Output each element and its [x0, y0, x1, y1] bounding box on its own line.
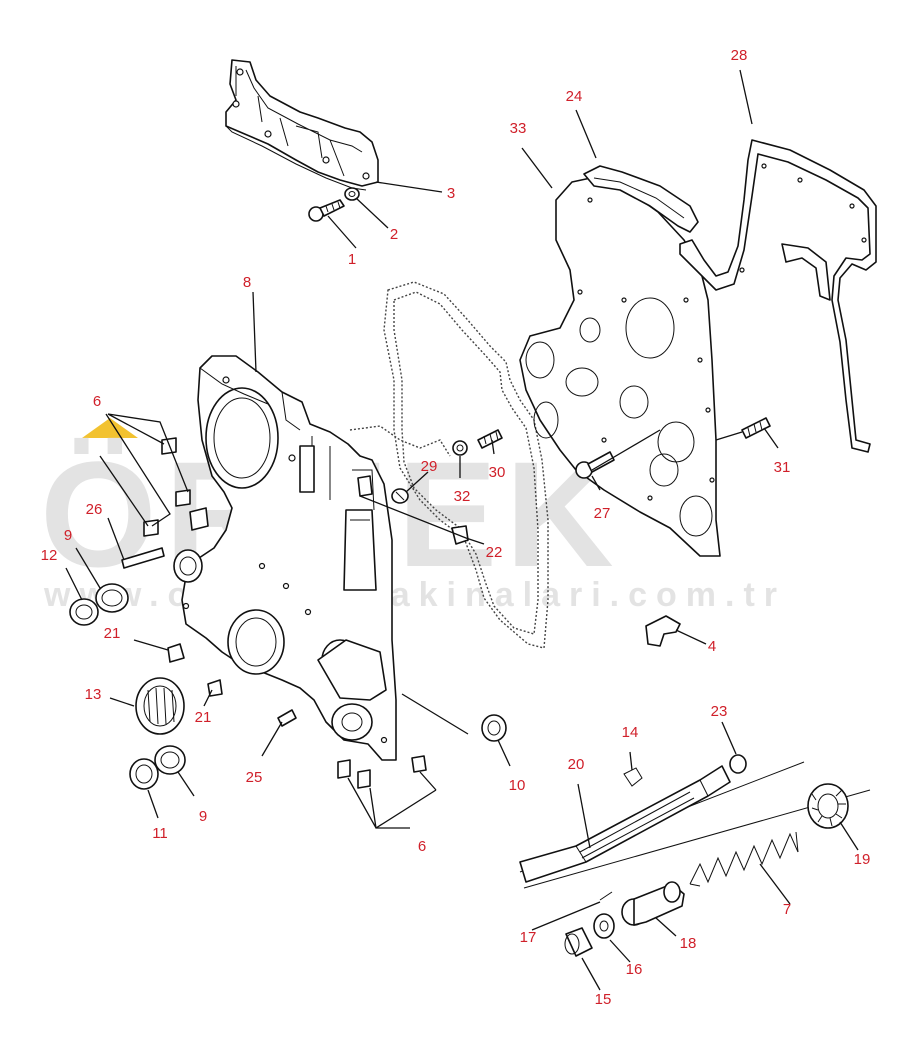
callout-8: 8 [243, 274, 251, 291]
part-seal-9-lower [154, 745, 186, 775]
callout-13: 13 [85, 686, 102, 703]
part-gasket-24 [583, 165, 699, 233]
callout-6-lower: 6 [418, 838, 426, 855]
part-bushing-15 [564, 927, 593, 957]
callout-19: 19 [854, 851, 871, 868]
callout-20: 20 [568, 756, 585, 773]
callout-15: 15 [595, 991, 612, 1008]
watermark-accent-triangle [82, 418, 138, 438]
part-bearing-11 [129, 758, 159, 790]
callout-17: 17 [520, 929, 537, 946]
part-washer-16 [593, 913, 615, 939]
callout-26: 26 [86, 501, 103, 518]
callout-4: 4 [708, 638, 716, 655]
part-inner-gasket-outline [349, 281, 549, 649]
part-nut-32 [452, 440, 468, 456]
callout-10: 10 [509, 777, 526, 794]
callout-22: 22 [486, 544, 503, 561]
part-pin-26 [121, 547, 165, 569]
part-bracket-3 [225, 59, 379, 191]
callout-2: 2 [390, 226, 398, 243]
callout-3: 3 [447, 185, 455, 202]
callout-31: 31 [774, 459, 791, 476]
part-gear-19 [807, 783, 849, 829]
part-seal-10 [481, 714, 507, 742]
part-plugs-6-lower [337, 755, 427, 789]
callout-28: 28 [731, 47, 748, 64]
part-bearing-13 [135, 677, 185, 735]
part-stud-31 [741, 417, 771, 439]
callout-24: 24 [566, 88, 583, 105]
callout-18: 18 [680, 935, 697, 952]
callout-1: 1 [348, 251, 356, 268]
part-bolt-27 [575, 451, 615, 479]
callout-6-upper: 6 [93, 393, 101, 410]
part-seal-9-upper [95, 583, 129, 613]
callout-labels: 1 2 3 4 6 6 7 8 9 9 10 11 12 13 14 15 16… [41, 47, 871, 1008]
callout-14: 14 [622, 724, 639, 741]
callout-9-lower: 9 [199, 808, 207, 825]
leader-lines [65, 69, 859, 991]
callout-27: 27 [594, 505, 611, 522]
part-front-cover-8 [173, 355, 397, 761]
part-washer-2 [344, 187, 360, 201]
part-stud-30 [477, 429, 503, 449]
part-oring-23 [729, 754, 747, 774]
callout-32: 32 [454, 488, 471, 505]
callout-7: 7 [783, 901, 791, 918]
callout-16: 16 [626, 961, 643, 978]
part-pin-17 [599, 891, 613, 901]
part-seal-12 [69, 598, 99, 626]
part-shaft-20 [519, 765, 731, 883]
callout-23: 23 [711, 703, 728, 720]
callout-33: 33 [510, 120, 527, 137]
callout-9-upper: 9 [64, 527, 72, 544]
callout-21-a: 21 [104, 625, 121, 642]
part-elbow-4 [645, 615, 681, 647]
part-sleeve-18 [621, 881, 685, 926]
part-bolt-21-a [167, 643, 185, 663]
callout-12: 12 [41, 547, 58, 564]
watermark-url: www.ornekismakinalari.com.tr [43, 576, 786, 614]
part-plugs-6-upper [143, 437, 191, 537]
part-clip-14 [623, 767, 643, 787]
callout-11: 11 [152, 825, 168, 842]
part-gasket-28 [679, 139, 877, 453]
callout-30: 30 [489, 464, 506, 481]
part-plate-33 [519, 175, 721, 557]
part-spring-7 [689, 831, 799, 887]
callout-29: 29 [421, 458, 438, 475]
callout-21-b: 21 [195, 709, 212, 726]
part-plug-29 [391, 488, 409, 504]
callout-25: 25 [246, 769, 263, 786]
part-bolt-1 [308, 199, 345, 222]
